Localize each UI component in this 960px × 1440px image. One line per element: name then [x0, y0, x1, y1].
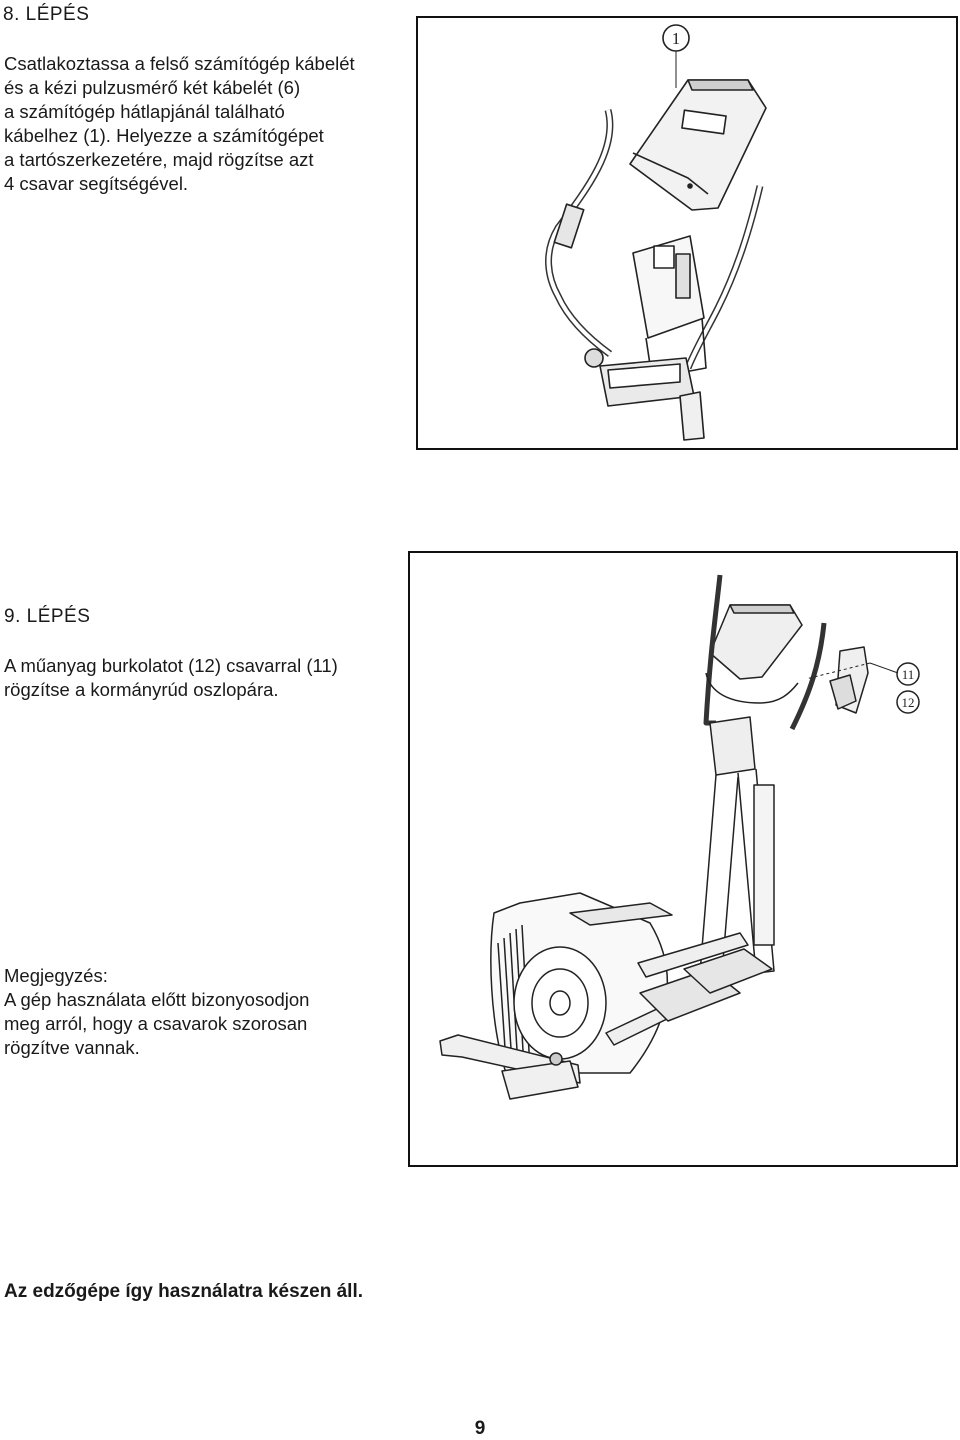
pedal-right — [683, 948, 773, 994]
step9-line: A műanyag burkolatot (12) csavarral (11) — [4, 655, 338, 676]
note-line: rögzítve vannak. — [4, 1037, 140, 1058]
step9-instructions: A műanyag burkolatot (12) csavarral (11)… — [4, 654, 338, 702]
step8-line: 4 csavar segítségével. — [4, 173, 189, 194]
note-line: meg arról, hogy a csavarok szorosan — [4, 1013, 308, 1034]
step8-line: és a kézi pulzusmérő két kábelét (6) — [4, 77, 301, 98]
completion-statement: Az edzőgépe így használatra készen áll. — [4, 1281, 364, 1302]
step8-instructions: Csatlakoztassa a felső számítógép kábelé… — [4, 52, 355, 196]
step8-title: 8. LÉPÉS — [3, 4, 90, 25]
step8-line: Csatlakoztassa a felső számítógép kábelé… — [4, 53, 355, 74]
console-body — [709, 604, 803, 680]
safety-note: Megjegyzés: A gép használata előtt bizon… — [4, 964, 309, 1060]
step8-callout-label: 1 — [672, 29, 681, 48]
note-line: A gép használata előtt bizonyosodjon — [4, 989, 310, 1010]
step9-figure: 11 12 — [408, 551, 958, 1167]
step8-line: kábelhez (1). Helyezze a számítógépet — [4, 125, 324, 146]
front-stabilizer — [501, 1060, 579, 1100]
handlebar-mast — [709, 716, 756, 776]
page-number: 9 — [474, 1418, 486, 1439]
step9-callout-11: 11 — [902, 667, 915, 682]
step8-figure: 1 — [416, 16, 958, 450]
elliptical-console-drawing: 1 — [545, 24, 767, 441]
step8-line: a tartószerkezetére, majd rögzítse azt — [4, 149, 314, 170]
step9-title: 9. LÉPÉS — [4, 606, 91, 627]
note-line: Megjegyzés: — [4, 965, 108, 986]
step8-line: a számítógép hátlapjánál található — [4, 101, 285, 122]
step9-callout-12: 12 — [902, 695, 915, 710]
step9-line: rögzítse a kormányrúd oszlopára. — [4, 679, 279, 700]
console-body — [629, 79, 767, 211]
elliptical-trainer-drawing: 11 12 — [439, 574, 920, 1100]
